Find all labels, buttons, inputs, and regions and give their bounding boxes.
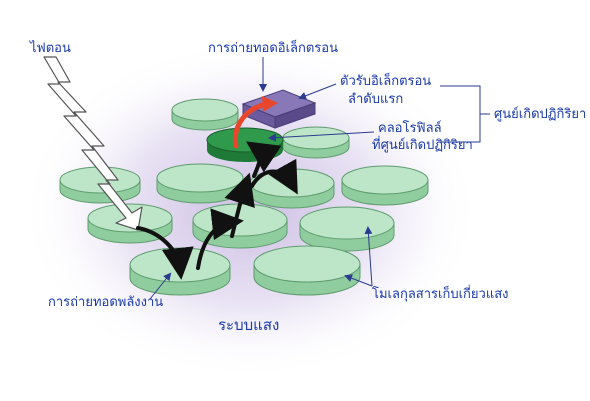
photosystem-label: ระบบแสง: [218, 316, 279, 334]
electron-arrow-head: [262, 96, 278, 112]
energy-arrow-5: [246, 141, 282, 178]
pigment-disc-top: [156, 163, 244, 193]
reaction-center-chlorophyll: [206, 127, 284, 162]
electron-transfer-arrow: [232, 96, 278, 149]
pigment-disc: [129, 247, 231, 296]
energy-arrow-2: [196, 208, 244, 270]
pointer-energy-transfer: [149, 272, 172, 300]
pigment-disc-top: [341, 165, 429, 195]
reaction-center-label: ศูนย์เกิดปฏิกิริยา: [494, 106, 586, 122]
primary-acceptor-label-line1: ตัวรับอิเล็กตรอน: [340, 71, 431, 89]
pigment-disc-top: [282, 126, 350, 150]
pigment-discs: [59, 98, 429, 296]
energy-transfer-label: การถ่ายทอดพลังงาน: [48, 295, 163, 310]
pigment-disc: [171, 98, 239, 131]
chlorophyll-label-line2: ที่ศูนย์เกิดปฏิกิริยา: [372, 136, 473, 153]
pigment-disc-top: [299, 206, 395, 240]
photon-label: ไฟตอน: [29, 40, 71, 56]
pigment-disc: [282, 126, 350, 159]
acceptor-box-side: [274, 102, 316, 129]
pigment-disc: [156, 163, 244, 204]
pointer-chlorophyll: [268, 131, 375, 142]
pigment-disc: [299, 206, 395, 252]
pigment-molecules-label: โมเลกุลสารเก็บเกี่ยวแสง: [372, 284, 508, 302]
energy-arrow-3: [224, 172, 255, 238]
pointer-acceptor: [298, 83, 337, 100]
chlorophyll-label-line1: คลอโรฟิลล์: [378, 120, 442, 136]
pointer-pigment-1: [364, 226, 373, 287]
pigment-disc: [341, 165, 429, 206]
pigment-disc-top: [171, 98, 239, 122]
energy-arrow-1: [136, 226, 194, 280]
electron-arrow-shaft: [232, 101, 269, 149]
pigment-disc: [87, 203, 173, 244]
pigment-disc-top: [253, 245, 361, 283]
photon-lightning-icon: [43, 56, 143, 231]
electron-transfer-label: การถ่ายทอดอิเล็กตรอน: [208, 38, 338, 56]
pointer-pigment-2: [344, 274, 373, 287]
energy-transfer-arrows: [136, 141, 298, 280]
reaction-center-disc-top: [206, 127, 284, 153]
label-pointers: [149, 57, 490, 300]
pigment-disc: [253, 245, 361, 296]
primary-acceptor-label-line2: ลำดับแรก: [348, 92, 403, 107]
